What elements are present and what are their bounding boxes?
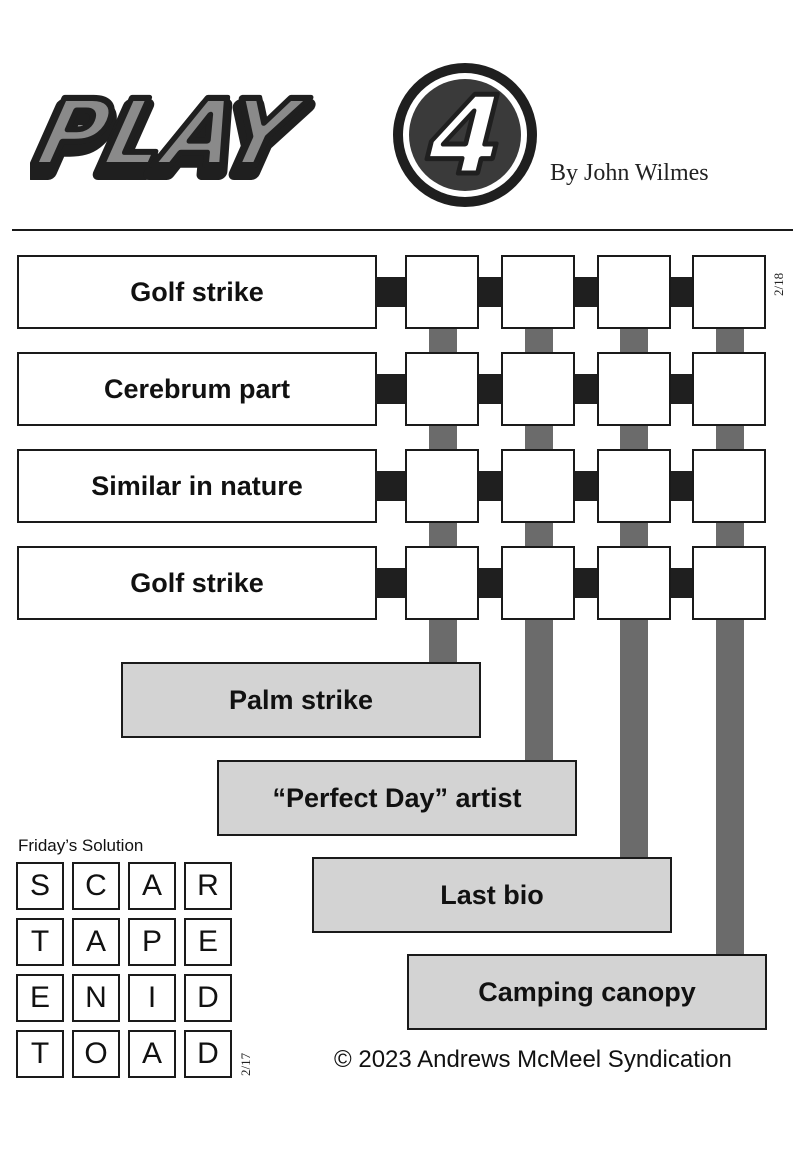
solution-cell: I — [128, 974, 176, 1022]
grid-cell-r3c1[interactable] — [405, 449, 479, 523]
row-connector — [575, 568, 599, 598]
solution-label: Friday’s Solution — [18, 836, 144, 855]
row-connector — [479, 471, 503, 501]
puzzle-date: 2/18 — [771, 272, 786, 296]
row-connector — [670, 277, 694, 307]
across-clue-4: Golf strike — [17, 546, 377, 620]
solution-cell: E — [16, 974, 64, 1022]
solution-cell: E — [184, 918, 232, 966]
grid-cell-r1c4[interactable] — [692, 255, 766, 329]
row-connector — [575, 374, 599, 404]
solution-cell: A — [128, 1030, 176, 1078]
grid-cell-r4c4[interactable] — [692, 546, 766, 620]
byline: By John Wilmes — [550, 160, 709, 186]
down-clue-2: “Perfect Day” artist — [217, 760, 577, 836]
solution-cell: P — [128, 918, 176, 966]
grid-cell-r2c3[interactable] — [597, 352, 671, 426]
grid-cell-r3c4[interactable] — [692, 449, 766, 523]
row-connector — [479, 568, 503, 598]
solution-cell: D — [184, 974, 232, 1022]
grid-cell-r1c2[interactable] — [501, 255, 575, 329]
row-connector — [375, 374, 407, 404]
row-connector — [375, 471, 407, 501]
solution-cell: C — [72, 862, 120, 910]
solution-cell: T — [16, 1030, 64, 1078]
across-clue-2: Cerebrum part — [17, 352, 377, 426]
down-clue-3: Last bio — [312, 857, 672, 933]
play4-logo: PLAY PLAY 4 — [30, 63, 537, 207]
row-connector — [575, 471, 599, 501]
row-connector — [670, 568, 694, 598]
across-clue-3: Similar in nature — [17, 449, 377, 523]
across-clue-1: Golf strike — [17, 255, 377, 329]
row-connector — [670, 471, 694, 501]
solution-cell: N — [72, 974, 120, 1022]
row-connector — [375, 277, 407, 307]
header-divider — [12, 229, 793, 231]
solution-cell: T — [16, 918, 64, 966]
grid-cell-r1c1[interactable] — [405, 255, 479, 329]
copyright-notice: © 2023 Andrews McMeel Syndication — [334, 1046, 732, 1073]
solution-cell: A — [72, 918, 120, 966]
logo-word-shadow: PLAY — [30, 88, 313, 195]
down-clue-4: Camping canopy — [407, 954, 767, 1030]
solution-date: 2/17 — [238, 1052, 253, 1076]
grid-cell-r1c3[interactable] — [597, 255, 671, 329]
row-connector — [575, 277, 599, 307]
grid-cell-r2c4[interactable] — [692, 352, 766, 426]
row-connector — [479, 277, 503, 307]
solution-cell: O — [72, 1030, 120, 1078]
down-clue-1: Palm strike — [121, 662, 481, 738]
solution-cell: R — [184, 862, 232, 910]
grid-cell-r3c2[interactable] — [501, 449, 575, 523]
grid-cell-r2c2[interactable] — [501, 352, 575, 426]
grid-cell-r4c3[interactable] — [597, 546, 671, 620]
grid-cell-r3c3[interactable] — [597, 449, 671, 523]
grid-cell-r2c1[interactable] — [405, 352, 479, 426]
solution-cell: D — [184, 1030, 232, 1078]
grid-cell-r4c2[interactable] — [501, 546, 575, 620]
solution-cell: S — [16, 862, 64, 910]
row-connector — [670, 374, 694, 404]
logo-word: PLAY — [30, 80, 315, 187]
row-connector — [479, 374, 503, 404]
grid-cell-r4c1[interactable] — [405, 546, 479, 620]
row-connector — [375, 568, 407, 598]
solution-cell: A — [128, 862, 176, 910]
